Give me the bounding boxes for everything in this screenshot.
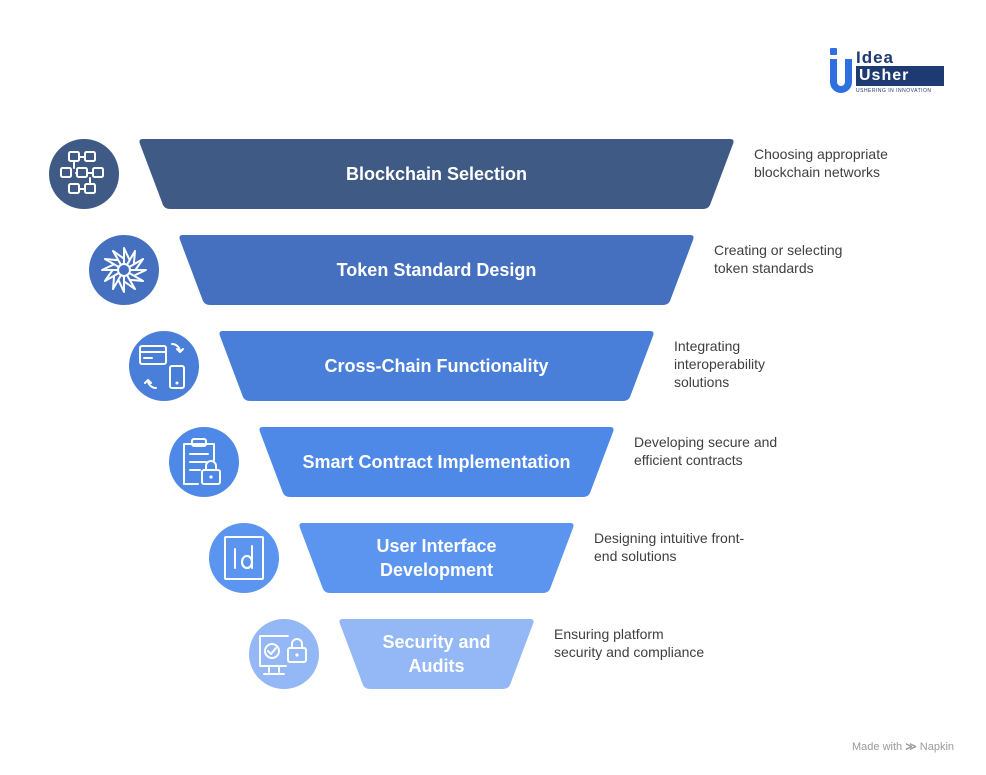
description-line: solutions xyxy=(674,374,730,390)
description-line: efficient contracts xyxy=(634,452,743,468)
description-line: Designing intuitive front- xyxy=(594,530,745,546)
logo-tagline: USHERING IN INNOVATION xyxy=(856,88,932,94)
stage-description-token-standard-design: Creating or selecting token standards xyxy=(714,241,904,277)
device-sync-icon xyxy=(129,331,199,401)
stage-description-user-interface-development: Designing intuitive front-end solutions xyxy=(594,529,784,565)
stage-title-blockchain-selection: Blockchain Selection xyxy=(346,164,527,184)
made-with-napkin: Made with ≫ Napkin xyxy=(852,740,954,753)
token-burst-icon xyxy=(89,235,159,305)
description-line: interoperability xyxy=(674,356,766,372)
logo-u-icon xyxy=(830,48,852,93)
made-with-label: Made with xyxy=(852,741,903,753)
description-line: security and compliance xyxy=(554,644,705,660)
description-line: Choosing appropriate xyxy=(754,146,888,162)
blockchain-network-icon xyxy=(49,139,119,209)
description-line: Integrating xyxy=(674,338,741,354)
funnel-stage-user-interface-development xyxy=(299,523,574,593)
monitor-lock-icon xyxy=(249,619,319,689)
stage-title-token-standard-design: Token Standard Design xyxy=(337,260,537,280)
description-line: Developing secure and xyxy=(634,434,778,450)
stage-title-cross-chain-functionality: Cross-Chain Functionality xyxy=(324,356,548,376)
logo-word-usher: Usher xyxy=(856,66,944,86)
funnel-stage-blockchain-selection xyxy=(139,139,734,209)
idea-usher-logo: Idea Usher USHERING IN INNOVATION xyxy=(828,46,948,98)
stage-description-security-and-audits: Ensuring platform security and compliance xyxy=(554,625,744,661)
logo-word-idea: Idea xyxy=(856,48,895,67)
funnel-stage-token-standard-design xyxy=(179,235,694,305)
id-frame-icon xyxy=(209,523,279,593)
stage-description-smart-contract-implementation: Developing secure and efficient contracts xyxy=(634,433,824,469)
description-line: end solutions xyxy=(594,548,677,564)
napkin-icon: ≫ xyxy=(905,741,917,753)
funnel-stage-cross-chain-functionality xyxy=(219,331,654,401)
description-line: token standards xyxy=(714,260,814,276)
description-line: blockchain networks xyxy=(754,164,881,180)
stage-title-smart-contract-implementation: Smart Contract Implementation xyxy=(302,452,570,472)
stage-description-blockchain-selection: Choosing appropriate blockchain networks xyxy=(754,145,944,181)
secure-clipboard-icon xyxy=(169,427,239,497)
napkin-brand: Napkin xyxy=(919,741,955,753)
stage-description-cross-chain-functionality: Integrating interoperability solutions xyxy=(674,337,864,391)
funnel-stage-security-and-audits xyxy=(339,619,534,689)
description-line: Ensuring platform xyxy=(554,626,664,642)
funnel-stage-smart-contract-implementation xyxy=(259,427,614,497)
description-line: Creating or selecting xyxy=(714,242,843,258)
